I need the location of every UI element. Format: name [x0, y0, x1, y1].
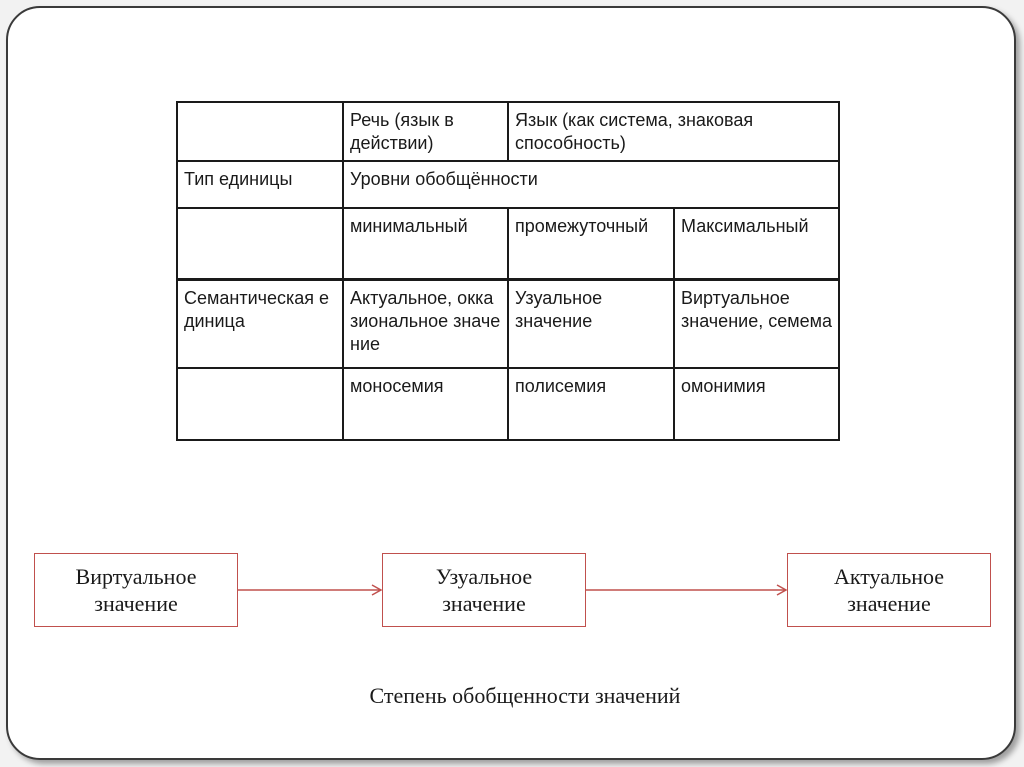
header-speech: Речь (язык в действии) [350, 110, 454, 153]
box-usual-meaning: Узуальное значение [382, 553, 586, 627]
table-border-right [838, 101, 840, 441]
slide-frame [6, 6, 1016, 760]
levels-of-generalization: Уровни обобщённости [350, 169, 538, 189]
header-language: Язык (как система, знаковая способность) [515, 110, 754, 153]
label-unit-type: Тип единицы [184, 169, 293, 189]
col-divider [507, 101, 509, 160]
level-maximal: Максимальный [681, 216, 809, 236]
box-actual-label: Актуальное значение [833, 564, 945, 616]
semy-intermediate: полисемия [515, 376, 607, 396]
table-cell-empty [176, 101, 342, 160]
table-cell-empty [176, 367, 342, 439]
box-virtual-meaning: Виртуальное значение [34, 553, 238, 627]
table-cell-empty [176, 207, 342, 278]
col-divider [342, 101, 344, 441]
box-virtual-label: Виртуальное значение [75, 564, 197, 616]
level-minimal: минимальный [350, 216, 468, 236]
semantic-maximal: Виртуальное значение, семема [681, 288, 832, 331]
generalization-levels-table: Речь (язык в действии) Язык (как система… [176, 101, 840, 441]
row-divider [176, 160, 840, 162]
col-divider [507, 207, 509, 441]
box-usual-label: Узуальное значение [435, 564, 533, 616]
label-semantic-unit: Семантическая единица [184, 288, 330, 331]
semy-maximal: омонимия [681, 376, 766, 396]
semy-minimal: моносемия [350, 376, 444, 396]
semantic-minimal: Актуальное, окказиональное значение [350, 288, 501, 354]
semantic-intermediate: Узуальное значение [515, 288, 603, 331]
diagram-caption: Степень обобщенности значений [369, 683, 681, 708]
box-actual-meaning: Актуальное значение [787, 553, 991, 627]
level-intermediate: промежуточный [515, 216, 649, 236]
col-divider [673, 207, 675, 441]
table-border-left [176, 101, 178, 441]
